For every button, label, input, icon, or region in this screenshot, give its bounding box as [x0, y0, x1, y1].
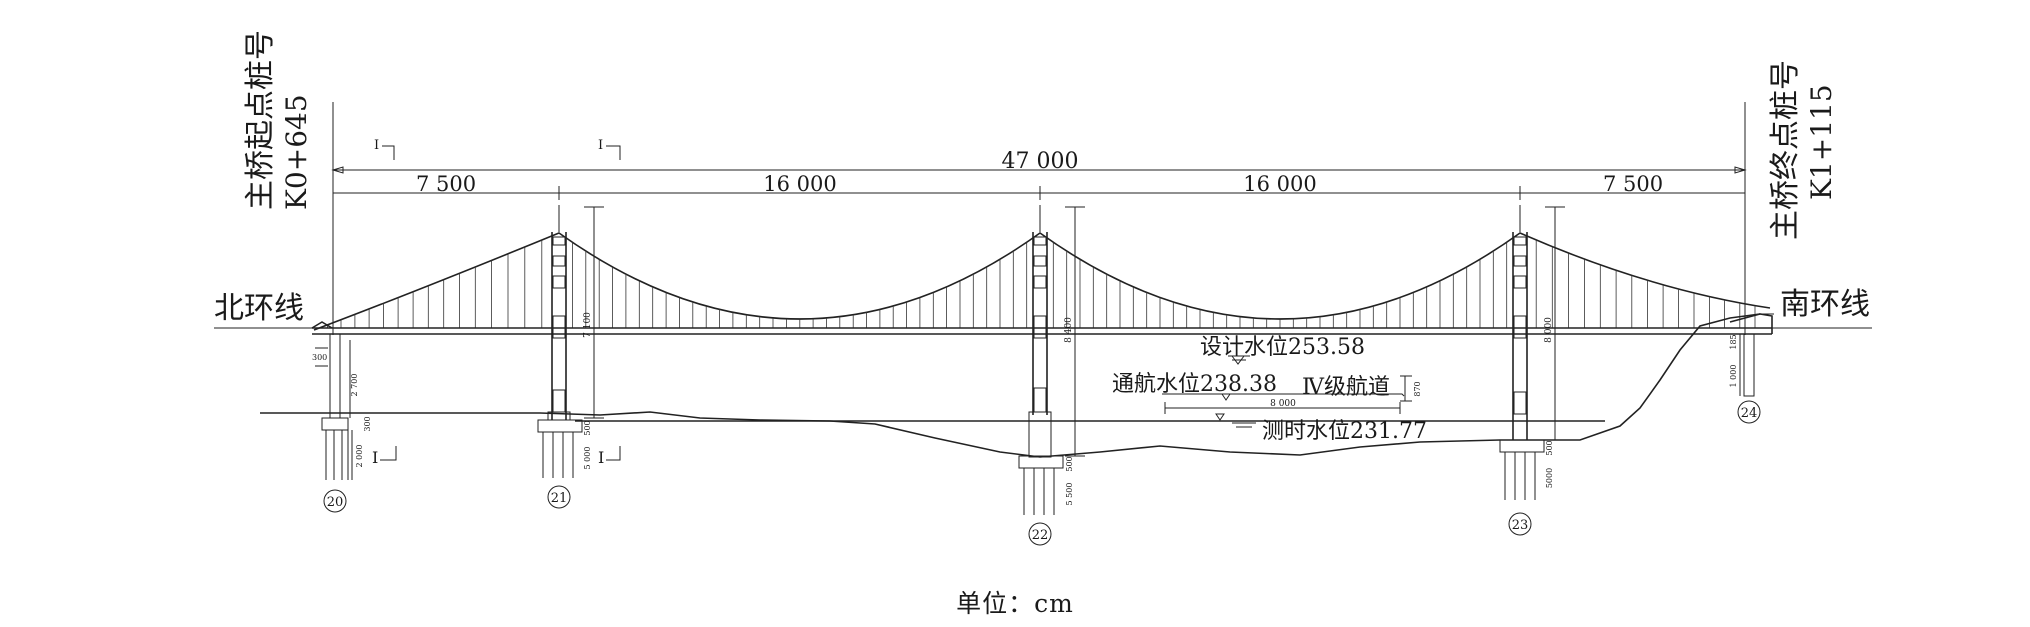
nav-water-label: 通航水位238.38	[1112, 372, 1277, 397]
total-length-dim: 47 000	[1002, 149, 1079, 174]
span-dim-3: 16 000	[1243, 172, 1316, 196]
pier-21-foundation: 500 5 000	[537, 419, 592, 478]
hanger-cables	[326, 240, 1756, 328]
span-dim-2: 16 000	[763, 172, 836, 196]
span-dim-4: 7 500	[1603, 172, 1663, 196]
design-water-label: 设计水位253.58	[1200, 335, 1365, 360]
channel-class-label: Ⅳ级航道	[1302, 375, 1390, 400]
abutment-24-col-dim: 1 000	[1729, 365, 1738, 388]
svg-text:23: 23	[1512, 518, 1529, 533]
svg-text:22: 22	[1032, 528, 1049, 543]
abutment-20-top-dim: 300	[312, 353, 327, 362]
section-mark-label: I	[374, 138, 379, 153]
pier-22-cap-dim: 500	[1065, 456, 1074, 471]
abutment-20-col-dim: 2 700	[350, 374, 359, 397]
pier-23-cap-dim: 500	[1545, 440, 1554, 455]
svg-text:21: 21	[551, 491, 568, 506]
start-station-km: K0+645	[280, 94, 313, 210]
span-dim-1: 7 500	[416, 172, 476, 196]
pier-number-23: 23	[1508, 512, 1532, 536]
tower-22	[1028, 205, 1052, 458]
start-station-title: 主桥起点桩号	[243, 30, 278, 210]
abutment-20-pile-dim: 2 000	[355, 445, 364, 468]
section-mark-bottom-right: I	[598, 446, 621, 467]
pier-number-24: 24	[1737, 400, 1761, 424]
pier-21-pile-dim: 5 000	[583, 447, 592, 470]
pier-number-22: 22	[1028, 522, 1052, 546]
tower-height-dims: 7 100 8 400 8 000	[583, 206, 1565, 457]
pier-22-pile-dim: 5 500	[1065, 483, 1074, 506]
navigation-water-level: 通航水位238.38 Ⅳ级航道 870 8 000	[1112, 372, 1422, 414]
tower-23-height: 8 000	[1544, 317, 1554, 343]
channel-height-dim: 870	[1413, 381, 1422, 396]
end-station-label: 主桥终点桩号 K1+115	[1768, 60, 1838, 240]
end-station-title: 主桥终点桩号	[1768, 60, 1803, 240]
measured-water-level: 测时水位231.77	[575, 413, 1605, 444]
start-station-label: 主桥起点桩号 K0+645	[243, 30, 313, 210]
section-mark-label: I	[598, 138, 603, 153]
design-water-level: 设计水位253.58	[1200, 335, 1365, 365]
tower-21-height: 7 100	[583, 312, 593, 338]
tower-23	[1512, 205, 1528, 440]
bridge-deck	[311, 313, 1773, 335]
channel-width-dim: 8 000	[1270, 399, 1296, 409]
abutment-20: 300 2 700 300 2 000	[312, 333, 372, 480]
tower-21	[547, 205, 571, 421]
ground-profile	[260, 313, 1761, 458]
south-road-label: 南环线	[1780, 287, 1870, 322]
measured-water-label: 测时水位231.77	[1262, 419, 1427, 444]
tower-22-height: 8 400	[1064, 317, 1074, 343]
pier-22-foundation: 500 5 500	[1018, 455, 1074, 515]
main-cable	[313, 232, 1771, 331]
abutment-24-top-dim: 185	[1729, 334, 1738, 349]
section-mark-label: I	[372, 448, 378, 467]
section-mark-label: I	[598, 448, 604, 467]
end-station-km: K1+115	[1805, 84, 1838, 200]
pier-23-pile-dim: 5000	[1545, 468, 1554, 488]
pier-number-20: 20	[323, 489, 347, 513]
section-mark-top-left: I	[374, 138, 395, 160]
pier-23-foundation: 500 5000	[1499, 439, 1554, 500]
pier-number-21: 21	[547, 485, 571, 509]
unit-label: 单位：cm	[956, 589, 1074, 618]
abutment-20-cap-dim: 300	[363, 416, 372, 431]
abutment-24: 185 1 000	[1729, 333, 1755, 397]
pier-21-cap-dim: 500	[583, 420, 592, 435]
svg-text:20: 20	[327, 495, 344, 510]
dimension-lines: 47 000 7 500 16 000 16 000 7 500	[331, 102, 1747, 335]
section-mark-top-right: I	[598, 138, 621, 160]
north-road-label: 北环线	[214, 291, 304, 326]
section-mark-bottom-left: I	[372, 446, 397, 467]
svg-text:24: 24	[1741, 406, 1758, 421]
